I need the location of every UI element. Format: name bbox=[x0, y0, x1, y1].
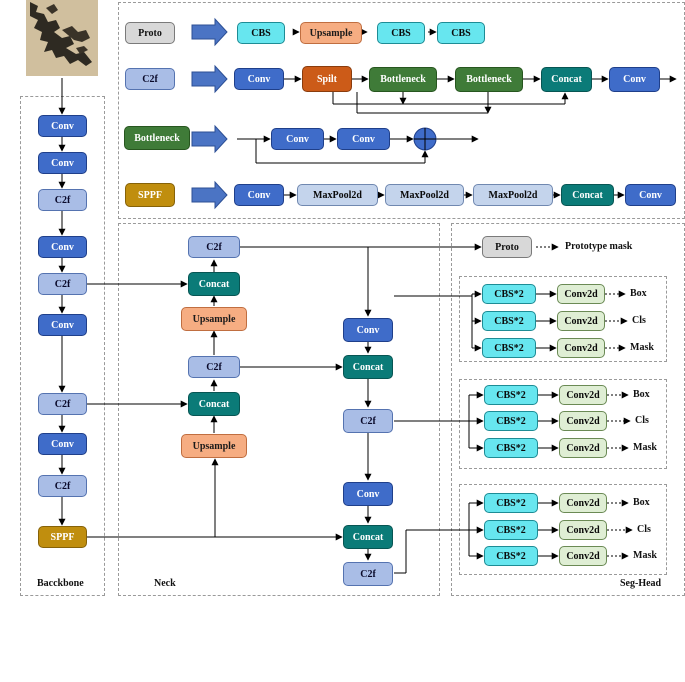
legend-proto-cbs-2: CBS bbox=[377, 22, 425, 44]
backbone-sppf: SPPF bbox=[38, 526, 87, 548]
neck-panel bbox=[118, 223, 440, 596]
legend-arrow-proto bbox=[191, 17, 228, 47]
legend-sppf-maxpool-1: MaxPool2d bbox=[297, 184, 378, 206]
head1-out-box: Box bbox=[630, 288, 647, 299]
legend-proto-cbs-1: CBS bbox=[237, 22, 285, 44]
head3-out-box: Box bbox=[633, 497, 650, 508]
backbone-conv-3: Conv bbox=[38, 236, 87, 258]
prototype-mask-label: Prototype mask bbox=[565, 241, 633, 252]
head1-cbs-box: CBS*2 bbox=[482, 284, 536, 304]
legend-proto-label: Proto bbox=[125, 22, 175, 44]
head2-cbs-box: CBS*2 bbox=[484, 385, 538, 405]
head1-out-cls: Cls bbox=[632, 315, 646, 326]
backbone-conv-1: Conv bbox=[38, 115, 87, 137]
neck-conv-1: Conv bbox=[343, 318, 393, 342]
backbone-c2f-2: C2f bbox=[38, 273, 87, 295]
seg-proto: Proto bbox=[482, 236, 532, 258]
head3-out-mask: Mask bbox=[633, 550, 657, 561]
head3-out-cls: Cls bbox=[637, 524, 651, 535]
legend-bottleneck-conv-2: Conv bbox=[337, 128, 390, 150]
neck-upsample-2: Upsample bbox=[181, 434, 247, 458]
head2-conv2d-cls: Conv2d bbox=[559, 411, 607, 431]
legend-proto-cbs-3: CBS bbox=[437, 22, 485, 44]
head3-cbs-box: CBS*2 bbox=[484, 493, 538, 513]
head1-cbs-mask: CBS*2 bbox=[482, 338, 536, 358]
legend-sppf-maxpool-2: MaxPool2d bbox=[385, 184, 464, 206]
neck-concat-3: Concat bbox=[343, 355, 393, 379]
legend-sppf-concat: Concat bbox=[561, 184, 614, 206]
backbone-c2f-1: C2f bbox=[38, 189, 87, 211]
head2-out-cls: Cls bbox=[635, 415, 649, 426]
head2-conv2d-box: Conv2d bbox=[559, 385, 607, 405]
neck-c2f-mid: C2f bbox=[188, 356, 240, 378]
legend-bottleneck-conv-1: Conv bbox=[271, 128, 324, 150]
neck-c2f-4: C2f bbox=[343, 562, 393, 586]
neck-c2f-top: C2f bbox=[188, 236, 240, 258]
head2-out-box: Box bbox=[633, 389, 650, 400]
legend-sppf-maxpool-3: MaxPool2d bbox=[473, 184, 553, 206]
backbone-c2f-3: C2f bbox=[38, 393, 87, 415]
neck-concat-1: Concat bbox=[188, 272, 240, 296]
neck-conv-2: Conv bbox=[343, 482, 393, 506]
head2-cbs-cls: CBS*2 bbox=[484, 411, 538, 431]
legend-c2f-conv-2: Conv bbox=[609, 67, 660, 92]
neck-concat-2: Concat bbox=[188, 392, 240, 416]
backbone-c2f-4: C2f bbox=[38, 475, 87, 497]
neck-title: Neck bbox=[154, 578, 176, 589]
legend-arrow-c2f bbox=[191, 64, 228, 94]
seg-head-title: Seg-Head bbox=[620, 578, 662, 589]
head2-cbs-mask: CBS*2 bbox=[484, 438, 538, 458]
legend-c2f-bottleneck-2: Bottleneck bbox=[455, 67, 523, 92]
legend-arrow-sppf bbox=[191, 180, 228, 210]
head1-out-mask: Mask bbox=[630, 342, 654, 353]
legend-proto-upsample: Upsample bbox=[300, 22, 362, 44]
neck-upsample-1: Upsample bbox=[181, 307, 247, 331]
legend-sppf-label: SPPF bbox=[125, 183, 175, 207]
neck-concat-4: Concat bbox=[343, 525, 393, 549]
backbone-conv-2: Conv bbox=[38, 152, 87, 174]
legend-sppf-conv-2: Conv bbox=[625, 184, 676, 206]
head1-cbs-cls: CBS*2 bbox=[482, 311, 536, 331]
legend-arrow-bottleneck bbox=[191, 124, 228, 154]
legend-c2f-spilt: Spilt bbox=[302, 66, 352, 92]
backbone-conv-5: Conv bbox=[38, 433, 87, 455]
head3-conv2d-mask: Conv2d bbox=[559, 546, 607, 566]
head2-conv2d-mask: Conv2d bbox=[559, 438, 607, 458]
legend-c2f-conv-1: Conv bbox=[234, 68, 284, 90]
head1-conv2d-mask: Conv2d bbox=[557, 338, 605, 358]
backbone-conv-4: Conv bbox=[38, 314, 87, 336]
legend-c2f-concat: Concat bbox=[541, 67, 592, 92]
head2-out-mask: Mask bbox=[633, 442, 657, 453]
legend-c2f-bottleneck-1: Bottleneck bbox=[369, 67, 437, 92]
head1-conv2d-box: Conv2d bbox=[557, 284, 605, 304]
head3-cbs-mask: CBS*2 bbox=[484, 546, 538, 566]
neck-c2f-3: C2f bbox=[343, 409, 393, 433]
head-group-2-panel bbox=[459, 379, 667, 469]
head1-conv2d-cls: Conv2d bbox=[557, 311, 605, 331]
legend-bottleneck-label: Bottleneck bbox=[124, 126, 190, 150]
legend-sppf-conv-1: Conv bbox=[234, 184, 284, 206]
input-image-thumbnail bbox=[26, 0, 98, 76]
legend-c2f-label: C2f bbox=[125, 68, 175, 90]
head3-conv2d-box: Conv2d bbox=[559, 493, 607, 513]
head3-cbs-cls: CBS*2 bbox=[484, 520, 538, 540]
head3-conv2d-cls: Conv2d bbox=[559, 520, 607, 540]
backbone-title: Bacckbone bbox=[37, 578, 84, 589]
head-group-1-panel bbox=[459, 276, 667, 362]
